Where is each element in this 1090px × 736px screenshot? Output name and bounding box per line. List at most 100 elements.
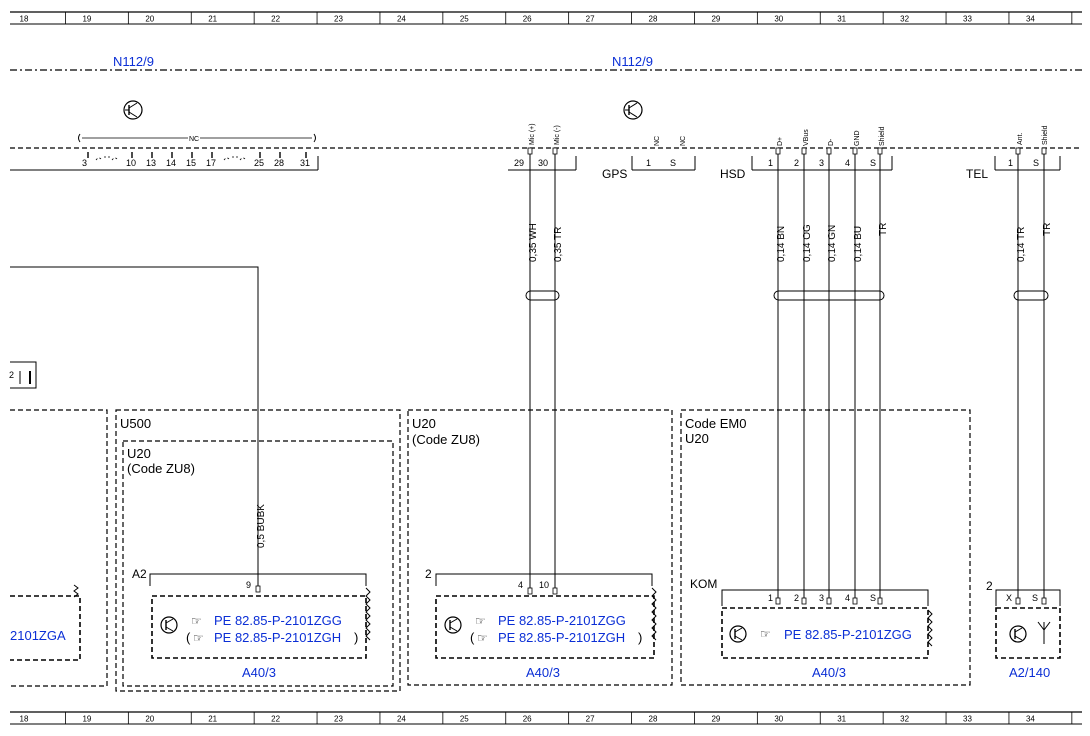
frame-u20-a: U20 [127,446,151,461]
kom-pin-S: S [870,593,876,603]
n112-label-right[interactable]: N112/9 [612,54,653,69]
ruler-column-22: 22 [271,15,280,24]
ref-zgg-c[interactable]: PE 82.85-P-2101ZGG [784,627,912,642]
ref-zgh-a[interactable]: PE 82.85-P-2101ZGH [214,630,341,645]
mic-pin-29: 29 [514,158,524,168]
frame-code-em0: Code EM0 [685,416,746,431]
hand-pointer-icon: ☞ [475,614,486,628]
kom-pin-4: 4 [845,593,850,603]
frame-u20-b: U20 [412,416,436,431]
mic-connector: 29 30 Mic (+) Mic (-) [508,123,577,171]
ruler-column-20: 20 [145,715,154,724]
module-a40-label-3[interactable]: A40/3 [812,665,846,680]
ruler-column-30: 30 [774,15,783,24]
ruler-column-18: 18 [20,15,29,24]
ruler-column-19: 19 [82,715,91,724]
left-pin-28: 28 [274,158,284,168]
ruler-column-33: 33 [963,715,972,724]
ruler-column-18: 18 [20,715,29,724]
ruler-column-29: 29 [711,715,720,724]
module-left-ref[interactable]: 2101ZGA [10,628,66,643]
twisted-pair-mic [525,290,560,301]
wire-bubk [10,266,259,588]
ruler-column-32: 32 [900,15,909,24]
wire-label-hsd-og: 0,14 OG [802,224,813,262]
ruler-column-24: 24 [397,15,406,24]
tel-pin-s: S [1033,158,1039,168]
left-pin-3: 3 [82,158,87,168]
module-2-pin-10: 10 [539,580,549,590]
ruler-column-23: 23 [334,715,343,724]
ruler-column-20: 20 [145,15,154,24]
transistor-icon [444,616,462,634]
n112-label-left[interactable]: N112/9 [113,54,154,69]
tel-label: TEL [966,167,988,181]
hand-pointer-icon: ☞ [193,631,204,645]
wires [10,147,1047,605]
ruler-column-25: 25 [460,15,469,24]
gps-pin-s: S [670,158,676,168]
wire-label-hsd-gn: 0,14 GN [827,225,838,262]
hsd-pin-S: S [870,158,876,168]
module-2-conn-label: 2 [425,567,432,581]
kom-pin-2: 2 [794,593,799,603]
ruler-column-23: 23 [334,15,343,24]
nc-bracket-label: NC [189,136,199,143]
module-a40-label-1[interactable]: A40/3 [242,665,276,680]
hsd-label: HSD [720,167,746,181]
gps-nc-label-1: NC [654,136,661,146]
module-tel-conn-label: 2 [986,579,993,593]
hsd-pin-label-1: VBus [803,129,810,146]
gps-pin-1: 1 [646,158,651,168]
ruler-column-28: 28 [649,715,658,724]
module-a40-label-2[interactable]: A40/3 [526,665,560,680]
twisted-pair-hsd [773,290,885,301]
ref-zgh-b[interactable]: PE 82.85-P-2101ZGH [498,630,625,645]
wire-label-hsd-bn: 0,14 BN [776,226,787,262]
paren-open-a: ( [186,630,191,645]
module-a2-140: 2 X S A2/140 [986,579,1061,680]
ruler-column-22: 22 [271,715,280,724]
hsd-pin-label-0: D+ [777,137,784,146]
ref-zgg-b[interactable]: PE 82.85-P-2101ZGG [498,613,626,628]
mic-pin-30: 30 [538,158,548,168]
paren-close-b: ) [638,630,642,645]
hsd-pin-1: 1 [768,158,773,168]
module-a2: A2 9 ☞ PE 82.85-P-2101ZGG ( ☞ PE 82.85-P… [132,567,371,680]
hand-pointer-icon: ☞ [477,631,488,645]
wire-label-tel-tr: 0,14 TR [1016,227,1027,262]
wire-label-tel-shield: TR [1042,223,1053,236]
left-pin-25: 25 [254,158,264,168]
ruler-column-24: 24 [397,715,406,724]
hsd-pin-label-3: GND [854,130,861,146]
ref-zgg-a[interactable]: PE 82.85-P-2101ZGG [214,613,342,628]
ruler-column-31: 31 [837,715,846,724]
wire-label-hsd-tr: TR [878,223,889,236]
kom-pin-1: 1 [768,593,773,603]
twisted-pair-tel [1013,290,1049,301]
ruler-column-28: 28 [649,15,658,24]
left-pin-13: 13 [146,158,156,168]
ruler-column-21: 21 [208,15,217,24]
ruler-column-34: 34 [1026,15,1035,24]
frame-u20-c: U20 [685,431,709,446]
module-tel-pin-s: S [1032,593,1038,603]
module-a2-140-label[interactable]: A2/140 [1009,665,1050,680]
wire-label-bubk: 0,5 BUBK [256,504,267,548]
ruler-column-19: 19 [82,15,91,24]
ruler-column-29: 29 [711,15,720,24]
tel-shield-label: Shield [1042,125,1049,145]
tel-connector: TEL 1 S Ant. Shield [966,125,1061,181]
tel-ant-label: Ant. [1017,132,1024,145]
module-kom-label: KOM [690,577,717,591]
transistor-icon [123,100,143,120]
dashed-frames [10,409,971,692]
antenna-icon [1037,621,1051,644]
hsd-pin-2: 2 [794,158,799,168]
ruler-column-25: 25 [460,715,469,724]
hsd-pin-3: 3 [819,158,824,168]
ruler-column-33: 33 [963,15,972,24]
